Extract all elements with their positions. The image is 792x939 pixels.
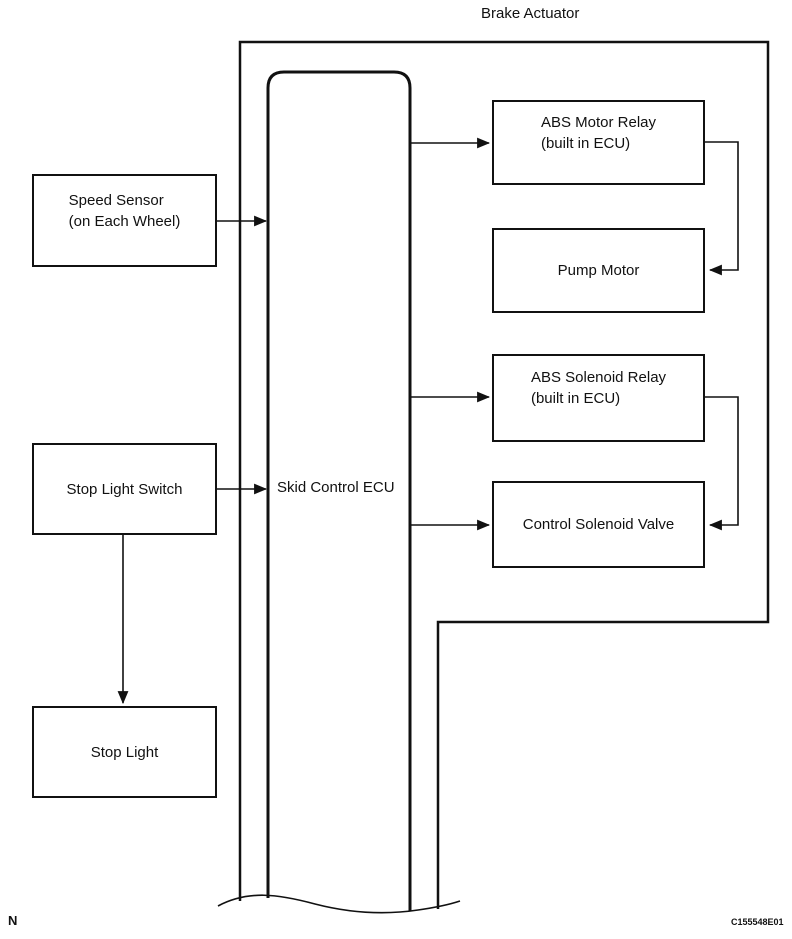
connector-abs-solenoid-relay-to-control-solenoid-valve bbox=[705, 396, 739, 531]
control-solenoid-valve-label: Control Solenoid Valve bbox=[522, 516, 675, 533]
diagram-title: Brake Actuator bbox=[481, 5, 580, 22]
pump-motor-box: Pump Motor bbox=[492, 228, 705, 313]
abs-motor-relay-box: ABS Motor Relay (built in ECU) bbox=[492, 100, 705, 185]
figure-code: C155548E01 bbox=[731, 917, 784, 927]
speed-sensor-label: Speed Sensor (on Each Wheel) bbox=[68, 191, 181, 230]
connector-abs-motor-relay-to-pump-motor bbox=[705, 141, 739, 276]
abs-solenoid-relay-box: ABS Solenoid Relay (built in ECU) bbox=[492, 354, 705, 442]
abs-solenoid-relay-label: ABS Solenoid Relay (built in ECU) bbox=[530, 369, 667, 407]
control-solenoid-valve-box: Control Solenoid Valve bbox=[492, 481, 705, 568]
abs-motor-relay-label: ABS Motor Relay (built in ECU) bbox=[540, 113, 657, 152]
skid-control-ecu-body bbox=[266, 70, 412, 911]
pump-motor-label: Pump Motor bbox=[557, 262, 640, 279]
stop-light-switch-box: Stop Light Switch bbox=[32, 443, 217, 535]
stop-light-box: Stop Light bbox=[32, 706, 217, 798]
skid-control-ecu-label: Skid Control ECU bbox=[277, 479, 395, 496]
stop-light-label: Stop Light bbox=[90, 743, 159, 761]
speed-sensor-box: Speed Sensor (on Each Wheel) bbox=[32, 174, 217, 267]
stop-light-switch-label: Stop Light Switch bbox=[66, 480, 183, 498]
page-mark: N bbox=[8, 913, 18, 928]
break-wave bbox=[217, 894, 461, 914]
brake-actuator-boundary bbox=[238, 40, 770, 909]
